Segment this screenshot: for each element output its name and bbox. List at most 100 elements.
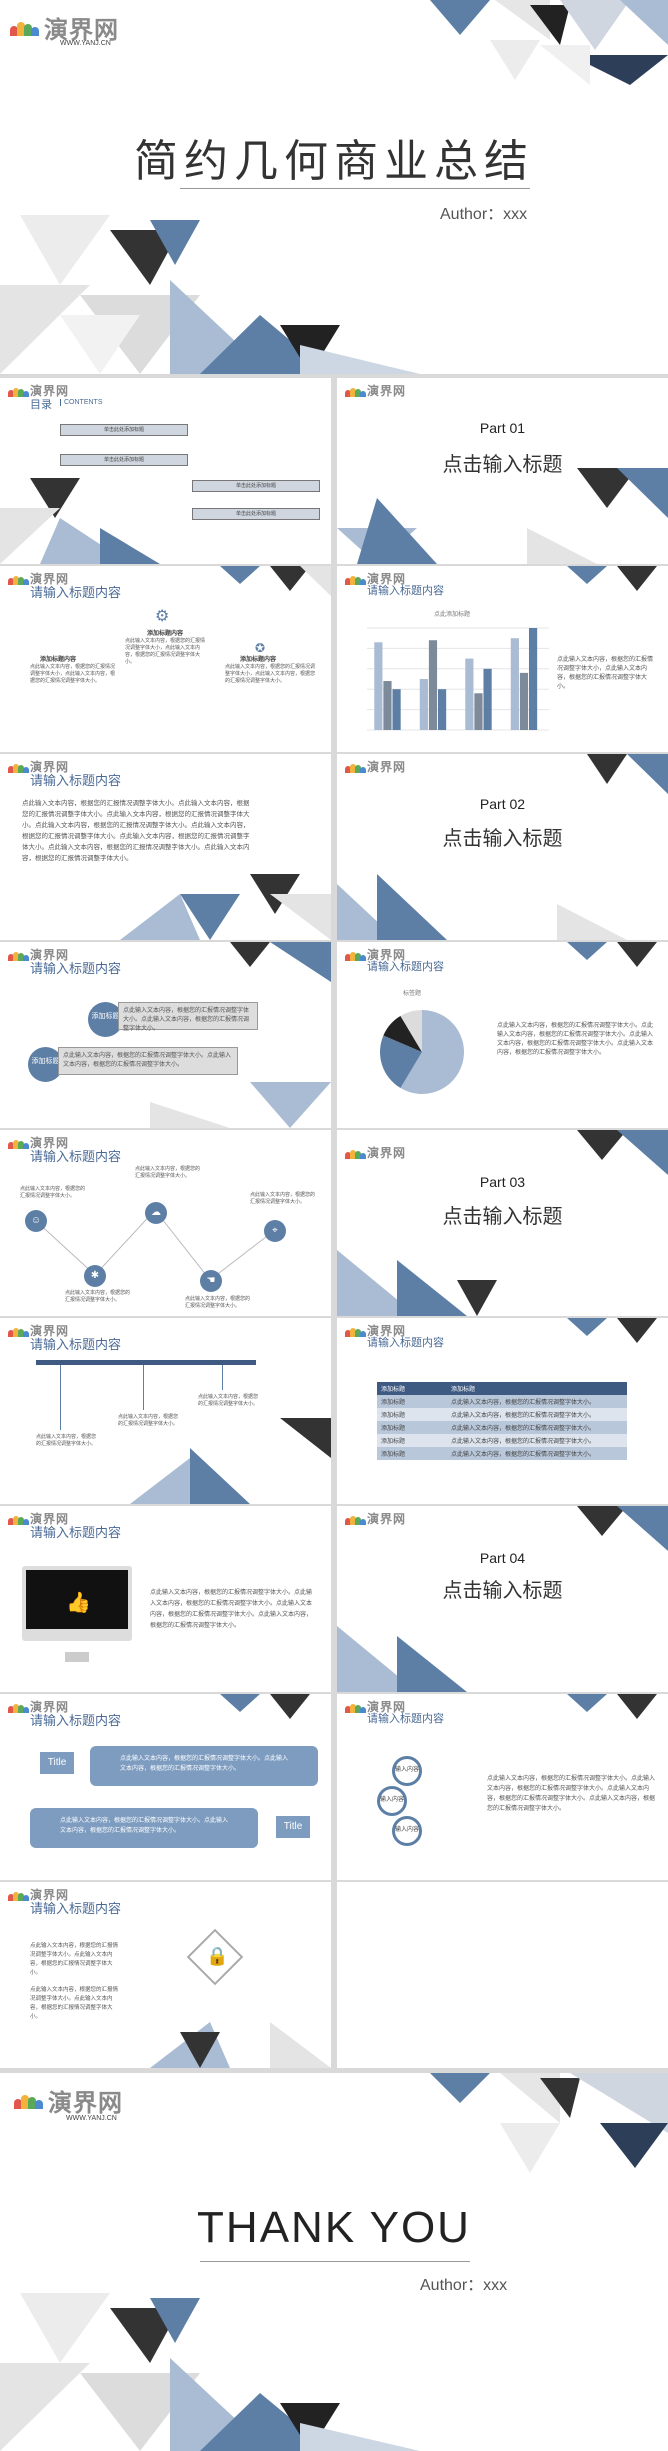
logo-text: 演界网 bbox=[367, 1512, 407, 1526]
bar bbox=[519, 672, 529, 730]
rainbow-logo-icon bbox=[14, 2093, 44, 2109]
info-box-2: 点此输入文本内容，根据您的汇报情况调整字体大小。点此输入文本内容，根据您的汇报情… bbox=[30, 1808, 258, 1848]
part-title: 点击输入标题 bbox=[442, 1206, 563, 1228]
geometric-pattern bbox=[220, 1694, 310, 1719]
pie-text: 点此输入文本内容，根据您的汇报情况调整字体大小。点此输入文本内容，根据您的汇报情… bbox=[497, 1023, 654, 1056]
pin-line-1 bbox=[60, 1365, 61, 1430]
brand-logo: 演界网 bbox=[345, 1698, 406, 1715]
geometric-pattern bbox=[337, 468, 668, 564]
toc-subtitle: CONTENTS bbox=[60, 399, 103, 406]
body-text: 点此输入文本内容，根据您的汇报情况调整字体大小。点此输入文本内容，根据您的汇报情… bbox=[22, 800, 250, 862]
body-text: 点此输入文本内容，根据您的汇报情况调整字体大小。点此输入文本内容，根据您的汇报情… bbox=[487, 1776, 656, 1812]
table-cell: 点此输入文本内容，根据您的汇报情况调整字体大小。 bbox=[451, 1413, 596, 1419]
rainbow-logo-icon bbox=[8, 573, 30, 585]
content-slide-text: 演界网 请输入标题内容 点此输入文本内容，根据您的汇报情况调整字体大小。点此输入… bbox=[0, 754, 331, 940]
tag-circle-1: 添加标题 bbox=[88, 1002, 123, 1037]
compass-icon: ✪ bbox=[255, 641, 266, 655]
brand-logo: 演界网 bbox=[10, 10, 119, 45]
timeline-bar bbox=[36, 1360, 256, 1365]
brand-logo: 演界网 bbox=[8, 1886, 69, 1903]
part-label: Part 04 bbox=[479, 1550, 526, 1566]
table-row: 添加标题点此输入文本内容，根据您的汇报情况调整字体大小。 bbox=[377, 1395, 627, 1408]
end-slide: 演界网 WWW.YANJ.CN THANK YOU Author：xxx bbox=[0, 2073, 668, 2451]
toc-slide: 演界网 目录 CONTENTS 单击此处添加标题 单击此处添加标题 单击此处添加… bbox=[0, 378, 331, 564]
table-header: 添加标题 添加标题 bbox=[377, 1382, 627, 1395]
bar bbox=[437, 689, 447, 730]
rainbow-logo-icon bbox=[345, 1325, 367, 1337]
content-slide-pie: 演界网 请输入标题内容 标签题 点此输入文本内容，根据您的汇报情况调整字体大小。… bbox=[337, 942, 668, 1128]
toc-item-2[interactable]: 单击此处添加标题 bbox=[60, 454, 188, 466]
user-icon: ☺ bbox=[25, 1210, 47, 1232]
body-text: 点此输入文本内容，根据您的汇报情况调整字体大小。点此输入文本内容，根据您的汇报情… bbox=[150, 1590, 313, 1629]
logo-text: 演界网 bbox=[367, 1146, 407, 1160]
brand-logo: 演界网 bbox=[345, 1144, 406, 1161]
right-text: 点此输入文本内容，根据您的汇报情况调整字体大小，点此输入文本内容，根据您的汇报情… bbox=[225, 664, 316, 684]
pin-text-3: 点此输入文本内容，根据您的汇报情况调整字体大小。 bbox=[198, 1394, 259, 1407]
logo-text: 演界网 bbox=[30, 948, 70, 962]
part-label: Part 03 bbox=[479, 1174, 526, 1190]
bar bbox=[383, 681, 392, 730]
rainbow-logo-icon bbox=[345, 1701, 367, 1713]
rainbow-logo-icon bbox=[345, 949, 367, 961]
logo-text: 演界网 bbox=[367, 1324, 407, 1338]
part-label: Part 02 bbox=[479, 796, 526, 812]
center-text: 点此输入文本内容，根据您的汇报情况调整字体大小，点此输入文本内容，根据您的汇报情… bbox=[125, 638, 206, 665]
bar bbox=[419, 679, 428, 730]
table-header-cell: 添加标题 bbox=[451, 1387, 476, 1393]
rainbow-logo-icon bbox=[8, 761, 30, 773]
brand-logo: 演界网 bbox=[8, 946, 69, 963]
logo-text: 演界网 bbox=[367, 760, 407, 774]
body-text-1: 点此输入文本内容，根据您的汇报情况调整字体大小。点此输入文本内容，根据您的汇报情… bbox=[30, 1943, 119, 1976]
node-text-1: 点此输入文本内容，根据您的汇报情况调整字体大小。 bbox=[20, 1186, 86, 1199]
toc-item-4[interactable]: 单击此处添加标题 bbox=[192, 508, 320, 520]
slide-title: 请输入标题内容 bbox=[367, 1336, 444, 1349]
tag-circle-2: 添加标题 bbox=[28, 1047, 63, 1082]
slide-title: 请输入标题内容 bbox=[367, 1712, 444, 1725]
logo-text: 演界网 bbox=[30, 1136, 70, 1150]
content-slide-icons: 演界网 请输入标题内容 ⚙ 添加标题内容 点此输入文本内容，根据您的汇报情况调整… bbox=[0, 566, 331, 752]
thumbs-up-icon: 👍 bbox=[66, 1592, 91, 1614]
slide-title: 请输入标题内容 bbox=[30, 962, 122, 977]
toc-item-3[interactable]: 单击此处添加标题 bbox=[192, 480, 320, 492]
logo-text: 演界网 bbox=[367, 384, 407, 398]
geometric-pattern bbox=[337, 754, 668, 940]
rainbow-logo-icon bbox=[345, 573, 367, 585]
tag-text-1: 点此输入文本内容，根据您的汇报情况调整字体大小。点此输入文本内容，根据您的汇报情… bbox=[118, 1002, 258, 1032]
section-slide-4: 演界网 Part 04 点击输入标题 bbox=[337, 1506, 668, 1692]
geometric-pattern bbox=[337, 1506, 668, 1692]
geometric-pattern-top bbox=[430, 2073, 668, 2173]
left-title: 添加标题内容 bbox=[40, 657, 77, 663]
content-slide-lock: 演界网 请输入标题内容 点此输入文本内容，根据您的汇报情况调整字体大小。点此输入… bbox=[0, 1882, 331, 2068]
slide-title: 请输入标题内容 bbox=[30, 774, 122, 789]
pin-line-2 bbox=[143, 1365, 144, 1410]
brand-logo: 演界网 bbox=[8, 382, 69, 399]
bar bbox=[528, 628, 538, 730]
rainbow-logo-icon bbox=[8, 949, 30, 961]
lock-icon: 🔒 bbox=[206, 1946, 229, 1966]
content-slide-monitor: 演界网 请输入标题内容 👍 点此输入文本内容，根据您的汇报情况调整字体大小。点此… bbox=[0, 1506, 331, 1692]
part-label: Part 01 bbox=[479, 420, 526, 436]
toc-title: 目录 bbox=[30, 399, 52, 411]
brand-logo: 演界网 bbox=[345, 570, 406, 587]
logo-text: 演界网 bbox=[44, 16, 119, 44]
logo-text: 演界网 bbox=[30, 760, 70, 774]
left-text: 点此输入文本内容，根据您的汇报情况调整字体大小，点此输入文本内容，根据您的汇报情… bbox=[30, 664, 116, 684]
geometric-pattern bbox=[150, 942, 331, 1128]
pie-slice bbox=[383, 1015, 422, 1052]
logo-text: 演界网 bbox=[367, 1700, 407, 1714]
toc-item-1[interactable]: 单击此处添加标题 bbox=[60, 424, 188, 436]
pie-title: 标签题 bbox=[403, 989, 421, 997]
content-slide-timeline-icons: 演界网 请输入标题内容 ☺ ✱ ☁ ☚ ⌖ 点此输入文本内容，根据您的汇报情况调… bbox=[0, 1130, 331, 1316]
brand-logo: 演界网 bbox=[14, 2083, 123, 2118]
logo-text: 演界网 bbox=[30, 1888, 70, 1902]
geometric-pattern bbox=[120, 874, 331, 940]
rainbow-logo-icon bbox=[8, 1889, 30, 1901]
content-slide-title-boxes: 演界网 请输入标题内容 Title 点此输入文本内容，根据您的汇报情况调整字体大… bbox=[0, 1694, 331, 1880]
table-cell: 点此输入文本内容，根据您的汇报情况调整字体大小。 bbox=[451, 1452, 596, 1458]
cycle-node-2: 输入内容 bbox=[377, 1786, 407, 1816]
geometric-pattern bbox=[567, 566, 657, 591]
table-row: 添加标题点此输入文本内容，根据您的汇报情况调整字体大小。 bbox=[377, 1421, 627, 1434]
bar bbox=[474, 693, 483, 730]
rainbow-logo-icon bbox=[10, 20, 40, 36]
title-box-1: Title bbox=[40, 1752, 74, 1774]
